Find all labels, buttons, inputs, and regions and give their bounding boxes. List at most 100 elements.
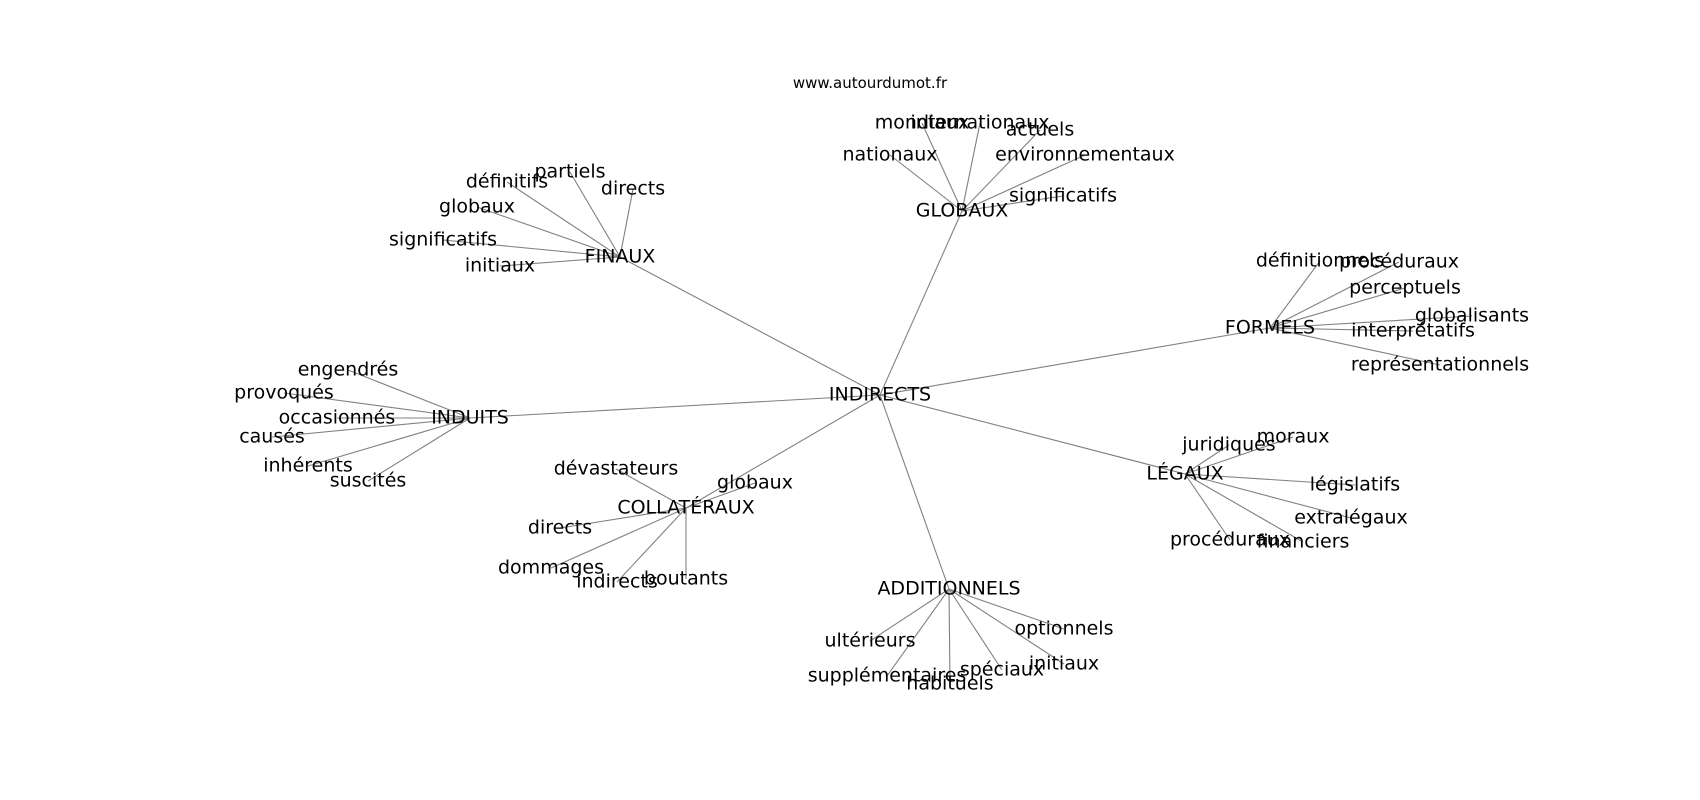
leaf-node: juridiques bbox=[1181, 434, 1275, 456]
leaf-node: définitionnels bbox=[1256, 250, 1384, 272]
edge-center-branch bbox=[685, 394, 881, 509]
edge-branch-leaf bbox=[961, 129, 1041, 212]
edge-branch-leaf bbox=[1269, 327, 1414, 332]
edge-branch-leaf bbox=[442, 239, 621, 258]
edge-branch-leaf bbox=[283, 392, 471, 419]
leaf-node: moraux bbox=[1257, 426, 1330, 448]
edge-center-branch bbox=[879, 394, 950, 590]
edge-branch-leaf bbox=[367, 417, 471, 482]
edge-branch-leaf bbox=[616, 507, 687, 583]
edge-center-branch bbox=[619, 256, 881, 396]
leaf-node: ultérieurs bbox=[825, 630, 916, 652]
edge-branch-leaf bbox=[921, 122, 963, 212]
leaf-node: inhérents bbox=[263, 455, 353, 477]
edge-branch-leaf bbox=[961, 195, 1064, 212]
edge-branch-leaf bbox=[1184, 473, 1304, 543]
edge-branch-leaf bbox=[506, 181, 621, 258]
leaf-node: législatifs bbox=[1310, 474, 1400, 496]
leaf-node: actuels bbox=[1006, 119, 1074, 141]
edge-branch-leaf bbox=[1269, 287, 1406, 329]
edge-branch-leaf bbox=[550, 507, 687, 569]
leaf-node: représentationnels bbox=[1351, 354, 1529, 376]
leaf-node: supplémentaires bbox=[808, 665, 967, 687]
leaf-node: procéduraux bbox=[1170, 529, 1290, 551]
edge-branch-leaf bbox=[1269, 261, 1400, 329]
edge-branch-leaf bbox=[948, 588, 1003, 671]
edge-branch-leaf bbox=[1269, 260, 1321, 329]
edge-branch-leaf bbox=[948, 588, 1065, 630]
leaf-node: nationaux bbox=[842, 144, 937, 166]
branch-node: COLLATÉRAUX bbox=[617, 496, 754, 519]
edge-branch-leaf bbox=[889, 154, 963, 212]
branch-node: FINAUX bbox=[585, 246, 656, 268]
edge-branch-leaf bbox=[961, 122, 981, 212]
leaf-node: provoqués bbox=[234, 382, 334, 404]
leaf-node: engendrés bbox=[298, 359, 399, 381]
edge-branch-leaf bbox=[948, 588, 951, 685]
leaf-node: initiaux bbox=[465, 255, 535, 277]
leaf-node: directs bbox=[601, 178, 665, 200]
leaf-node: indirects bbox=[576, 571, 658, 593]
leaf-node: dévastateurs bbox=[554, 458, 679, 480]
edge-branch-leaf bbox=[569, 171, 621, 258]
edge-branch-leaf bbox=[1184, 473, 1231, 541]
edge-branch-leaf bbox=[1184, 444, 1230, 475]
leaf-node: spéciaux bbox=[960, 659, 1044, 681]
edge-branch-leaf bbox=[619, 188, 634, 258]
edge-branch-leaf bbox=[1269, 327, 1441, 366]
leaf-node: causés bbox=[239, 426, 305, 448]
edge-branch-leaf bbox=[961, 154, 1086, 212]
leaf-node: globalisants bbox=[1415, 305, 1529, 327]
edge-branch-leaf bbox=[1184, 473, 1352, 519]
leaf-node: globaux bbox=[439, 196, 515, 218]
leaf-node: extralégaux bbox=[1294, 507, 1407, 529]
graph-edges bbox=[271, 122, 1473, 685]
edge-branch-leaf bbox=[615, 468, 687, 509]
leaf-node: perceptuels bbox=[1349, 277, 1461, 299]
leaf-node: significatifs bbox=[389, 229, 497, 251]
leaf-node: directs bbox=[528, 517, 592, 539]
edge-branch-leaf bbox=[948, 588, 1065, 665]
leaf-node: boutants bbox=[644, 568, 728, 590]
leaf-node: initiaux bbox=[1029, 653, 1099, 675]
edge-center-branch bbox=[879, 327, 1271, 396]
edge-branch-leaf bbox=[271, 417, 471, 438]
leaf-node: interprétatifs bbox=[1351, 320, 1475, 342]
leaf-node: habituels bbox=[906, 673, 993, 695]
edge-branch-leaf bbox=[1269, 315, 1473, 329]
branch-node: FORMELS bbox=[1225, 317, 1315, 339]
leaf-node: optionnels bbox=[1015, 618, 1114, 640]
source-url: www.autourdumot.fr bbox=[793, 74, 948, 92]
edge-branch-leaf bbox=[499, 256, 621, 267]
edge-center-branch bbox=[469, 394, 881, 419]
edge-center-branch bbox=[879, 210, 963, 396]
edge-branch-leaf bbox=[559, 507, 687, 529]
branch-node: GLOBAUX bbox=[916, 200, 1009, 222]
edge-branch-leaf bbox=[685, 482, 756, 509]
center-node: INDIRECTS bbox=[829, 384, 931, 406]
leaf-node: internationaux bbox=[911, 112, 1050, 134]
leaf-node: dommages bbox=[498, 557, 604, 579]
edge-branch-leaf bbox=[869, 588, 950, 642]
leaf-node: financiers bbox=[1257, 531, 1350, 553]
leaf-node: procéduraux bbox=[1339, 251, 1459, 273]
leaf-node: mondiaux bbox=[875, 112, 969, 134]
branch-node: ADDITIONNELS bbox=[877, 578, 1020, 600]
leaf-node: environnementaux bbox=[995, 144, 1175, 166]
branch-node: INDUITS bbox=[431, 407, 509, 429]
edge-branch-leaf bbox=[476, 206, 621, 258]
leaf-node: partiels bbox=[534, 161, 605, 183]
edge-branch-leaf bbox=[307, 417, 471, 467]
leaf-node: globaux bbox=[717, 472, 793, 494]
edge-branch-leaf bbox=[886, 588, 950, 677]
graph-labels: INDIRECTS GLOBAUX mondiauxinternationauxac… bbox=[234, 112, 1529, 695]
edge-branch-leaf bbox=[347, 369, 471, 419]
edge-branch-leaf bbox=[1184, 436, 1294, 475]
edge-branch-leaf bbox=[1184, 473, 1356, 486]
leaf-node: occasionnés bbox=[279, 407, 396, 429]
leaf-node: significatifs bbox=[1009, 185, 1117, 207]
branch-node: LÉGAUX bbox=[1146, 462, 1223, 485]
leaf-node: définitifs bbox=[466, 171, 548, 193]
leaf-node: suscités bbox=[330, 470, 407, 492]
